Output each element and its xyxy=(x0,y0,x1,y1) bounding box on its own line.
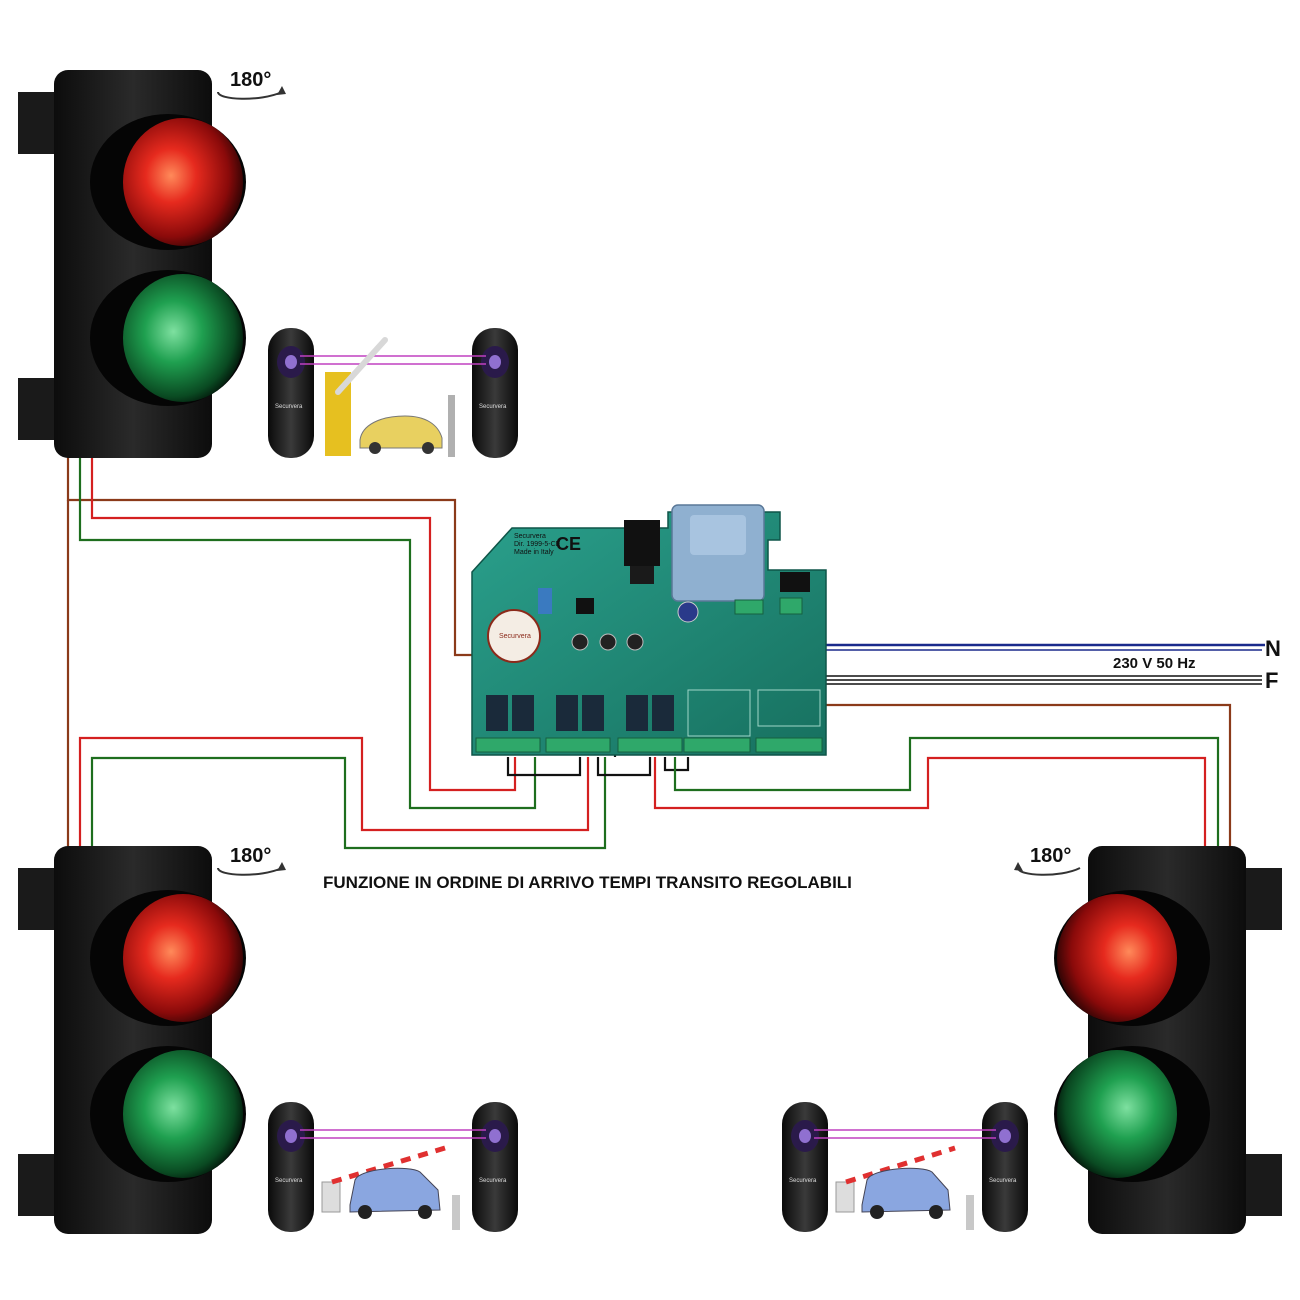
seal-label: Securvera xyxy=(499,633,531,640)
sensor-brand-label: Securvera xyxy=(989,1178,1017,1184)
reflector-post xyxy=(966,1195,974,1230)
trimmer xyxy=(599,633,617,651)
photocell-icon: Securvera xyxy=(982,1102,1028,1232)
wire-br-red xyxy=(653,756,1207,848)
green-lamp xyxy=(1057,1050,1177,1178)
wire-top-red xyxy=(90,455,517,792)
mount-bracket-top xyxy=(18,868,58,930)
wire-neutral xyxy=(793,615,1265,647)
red-lamp xyxy=(123,894,243,1022)
traffic-light-bottom-right xyxy=(1054,846,1282,1234)
wire-pcb-black-2 xyxy=(596,757,652,777)
green-lamp xyxy=(123,1050,243,1178)
rotation-label: 180° xyxy=(230,69,271,91)
photocell-set-bottom-left: Securvera Securvera xyxy=(268,1102,518,1232)
sensor-brand-label: Securvera xyxy=(479,1178,507,1184)
controller-brand: Securvera xyxy=(514,533,546,540)
controller-board: Securvera Dir. 1999-5-CE Made in Italy C… xyxy=(471,504,827,756)
dip-switch xyxy=(538,588,552,614)
chip xyxy=(576,598,594,614)
mount-bracket-bottom xyxy=(18,1154,58,1216)
car-icon xyxy=(861,1167,951,1219)
photocell-icon: Securvera xyxy=(782,1102,828,1232)
rotation-icon xyxy=(217,867,283,876)
photocell-icon: Securvera xyxy=(472,328,518,458)
mount-bracket-bottom xyxy=(18,378,58,440)
car-icon xyxy=(349,1167,441,1219)
red-lamp xyxy=(1057,894,1177,1022)
neutral-label: N xyxy=(1265,636,1281,661)
sensor-brand-label: Securvera xyxy=(789,1178,817,1184)
seal: Securvera xyxy=(487,609,541,663)
sensor-brand-label: Securvera xyxy=(479,404,507,410)
wire-bl-red xyxy=(78,736,590,848)
relay-bank xyxy=(486,695,674,731)
wire-pcb-black-1 xyxy=(506,757,582,777)
green-lamp xyxy=(123,274,243,402)
mount-bracket-top xyxy=(1242,868,1282,930)
barrier-icon xyxy=(325,337,388,456)
fuse-holder xyxy=(780,572,810,592)
photocell-set-top: Securvera Securvera xyxy=(268,328,518,458)
ce-mark-icon: CE xyxy=(556,534,581,554)
rotation-icon xyxy=(1017,867,1081,876)
traffic-light-top-left xyxy=(18,70,246,458)
heatsink xyxy=(624,520,660,566)
rotation-label: 180° xyxy=(1030,845,1071,867)
rotation-badge-top: 180° xyxy=(217,69,286,100)
transformer-icon xyxy=(671,504,765,602)
rotation-badge-bottom-right: 180° xyxy=(1014,845,1081,876)
reflector-post xyxy=(448,395,455,457)
controller-directive: Dir. 1999-5-CE xyxy=(514,541,561,548)
photocell-icon: Securvera xyxy=(268,1102,314,1232)
wire-bl-green xyxy=(90,756,607,850)
car-icon xyxy=(359,415,443,454)
wire-br-green xyxy=(673,736,1220,848)
wire-top-green xyxy=(78,455,537,810)
trimmer xyxy=(626,633,644,651)
barrier-icon xyxy=(321,1145,446,1213)
mount-bracket-bottom xyxy=(1242,1154,1282,1216)
traffic-light-bottom-left xyxy=(18,846,246,1234)
wire-pcb-black-4 xyxy=(663,757,690,772)
voltage-label: 230 V 50 Hz xyxy=(1113,655,1196,672)
reflector-post xyxy=(452,1195,460,1230)
controller-origin: Made in Italy xyxy=(514,549,554,556)
barrier-icon xyxy=(835,1145,956,1213)
phase-label: F xyxy=(1265,668,1278,693)
sensor-brand-label: Securvera xyxy=(275,404,303,410)
photocell-set-bottom-right: Securvera Securvera xyxy=(782,1102,1028,1232)
wire-br-brown xyxy=(763,612,1232,848)
terminal-blocks xyxy=(475,597,823,753)
red-lamp xyxy=(123,118,243,246)
rotation-icon xyxy=(217,91,283,100)
photocell-icon: Securvera xyxy=(268,328,314,458)
trimmer xyxy=(571,633,589,651)
mount-bracket-top xyxy=(18,92,58,154)
rotation-label: 180° xyxy=(230,845,271,867)
capacitor xyxy=(677,601,699,623)
rotation-badge-bottom-left: 180° xyxy=(217,845,286,876)
diagram-caption: FUNZIONE IN ORDINE DI ARRIVO TEMPI TRANS… xyxy=(323,873,852,892)
photocell-icon: Securvera xyxy=(472,1102,518,1232)
relay-sockets xyxy=(687,689,821,737)
sensor-brand-label: Securvera xyxy=(275,1178,303,1184)
